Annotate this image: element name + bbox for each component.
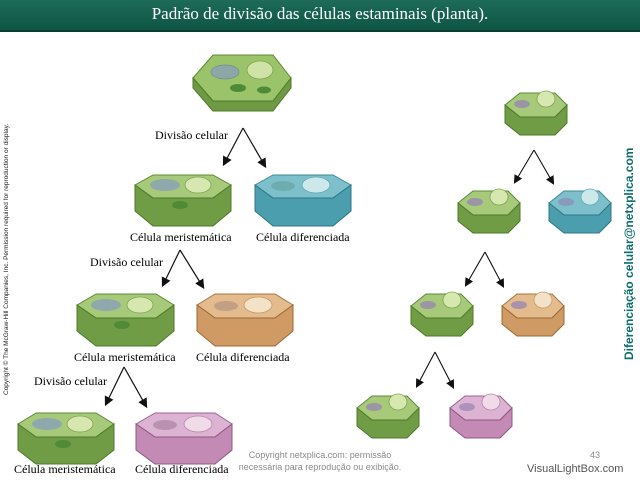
right-meristematic-cell-2 [410,291,474,337]
footer-copyright-line2: necessária para reprodução ou exibição. [238,462,402,472]
right-root-cell [504,90,568,136]
differentiated-cell-pink [135,412,233,465]
right-differentiated-cell-orange [501,291,565,337]
differentiated-cell-orange [196,293,294,347]
stem-cell-division-diagram [17,54,612,465]
meristematic-label-3: Célula meristemática [14,462,116,476]
differentiated-label-1: Célula diferenciada [256,230,350,244]
right-meristematic-cell-1 [457,188,521,234]
meristematic-cell-1 [134,174,232,227]
meristematic-cell-3 [17,412,115,465]
differentiated-label-2: Célula diferenciada [196,350,290,364]
slide-title: Padrão de divisão das células estaminais… [151,4,489,23]
right-differentiated-cell-blue [548,188,612,234]
differentiated-cell-blue [254,174,352,227]
footer-copyright-line1: Copyright netxplica.com: permissão [248,450,392,460]
division-label-3: Divisão celular [34,374,107,388]
division-label-2: Divisão celular [90,255,163,269]
side-copyright: Copyright © The McGraw-Hill Companies, I… [3,123,10,395]
right-meristematic-cell-3 [356,393,420,439]
root-cell [192,54,292,112]
title-bar: Padrão de divisão das células estaminais… [0,0,640,32]
right-differentiated-cell-pink [449,393,513,439]
meristematic-cell-2 [76,293,175,347]
division-label-1: Divisão celular [155,128,228,142]
side-brand: Diferenciação celular@netxplica.com [622,147,636,360]
meristematic-label-1: Célula meristemática [130,230,232,244]
footer-copyright: Copyright netxplica.com: permissão neces… [230,449,410,473]
meristematic-label-2: Célula meristemática [74,350,176,364]
page-number: 43 [590,450,601,460]
differentiated-label-3: Célula diferenciada [135,462,229,476]
watermark: VisualLightBox.com [527,463,624,475]
